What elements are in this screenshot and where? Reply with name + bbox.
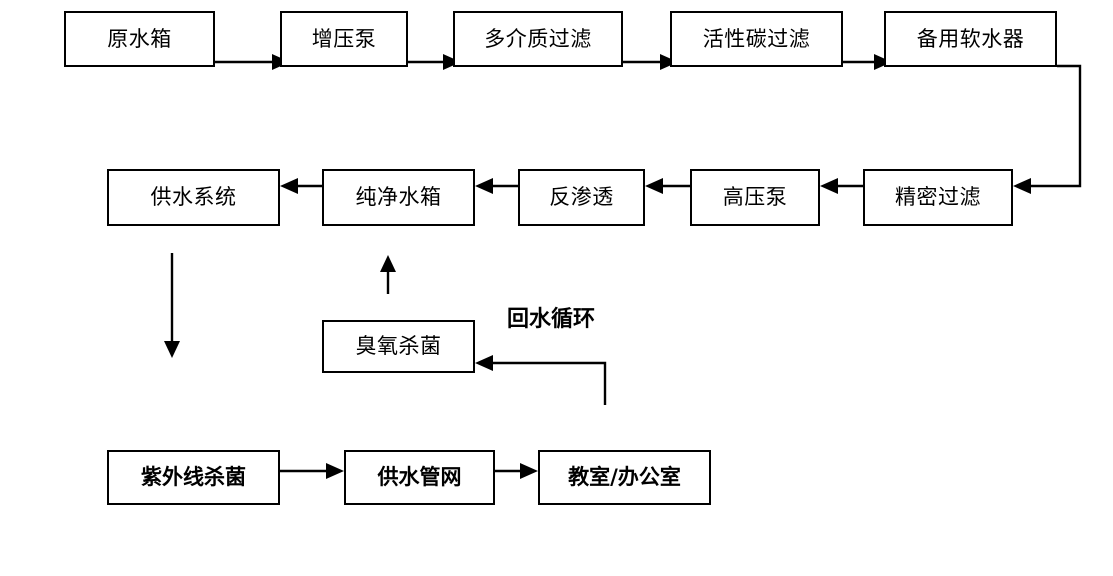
node-high-pressure-pump[interactable]: 高压泵: [690, 169, 820, 226]
label-return-water-loop: 回水循环: [507, 307, 596, 332]
connector-uv-sterilizer-to-supply-pipe-network: [280, 463, 344, 479]
connector-ozone-sterilizer-to-pure-water-tank: [380, 255, 396, 294]
node-booster-pump[interactable]: 增压泵: [280, 11, 408, 67]
node-ozone-sterilizer[interactable]: 臭氧杀菌: [322, 320, 475, 373]
connector-precision-filter-to-high-pressure-pump: [820, 178, 863, 194]
node-multimedia-filter[interactable]: 多介质过滤: [453, 11, 623, 67]
node-raw-water-tank[interactable]: 原水箱: [64, 11, 215, 67]
connector-reverse-osmosis-to-pure-water-tank: [475, 178, 518, 194]
node-precision-filter[interactable]: 精密过滤: [863, 169, 1013, 226]
connector-water-supply-system-to-uv-sterilizer: [164, 253, 180, 358]
node-reverse-osmosis[interactable]: 反渗透: [518, 169, 645, 226]
node-pure-water-tank[interactable]: 纯净水箱: [322, 169, 475, 226]
node-activated-carbon-filter[interactable]: 活性碳过滤: [670, 11, 843, 67]
connector-activated-carbon-to-backup-softener: [843, 54, 892, 70]
connector-high-pressure-pump-to-reverse-osmosis: [645, 178, 690, 194]
node-backup-water-softener[interactable]: 备用软水器: [884, 11, 1057, 67]
connector-booster-pump-to-multimedia-filter: [408, 54, 461, 70]
node-uv-sterilizer[interactable]: 紫外线杀菌: [107, 450, 280, 505]
node-supply-pipe-network[interactable]: 供水管网: [344, 450, 495, 505]
connector-supply-pipe-network-to-classroom-office: [495, 463, 538, 479]
connector-return-water-loop-to-ozone-sterilizer: [475, 355, 607, 405]
node-classroom-office[interactable]: 教室/办公室: [538, 450, 711, 505]
node-water-supply-system[interactable]: 供水系统: [107, 169, 280, 226]
connector-multimedia-filter-to-activated-carbon: [623, 54, 678, 70]
connector-backup-softener-to-precision-filter: [1013, 64, 1082, 194]
connector-raw-water-tank-to-booster-pump: [215, 54, 290, 70]
connector-pure-water-tank-to-water-supply-system: [280, 178, 322, 194]
